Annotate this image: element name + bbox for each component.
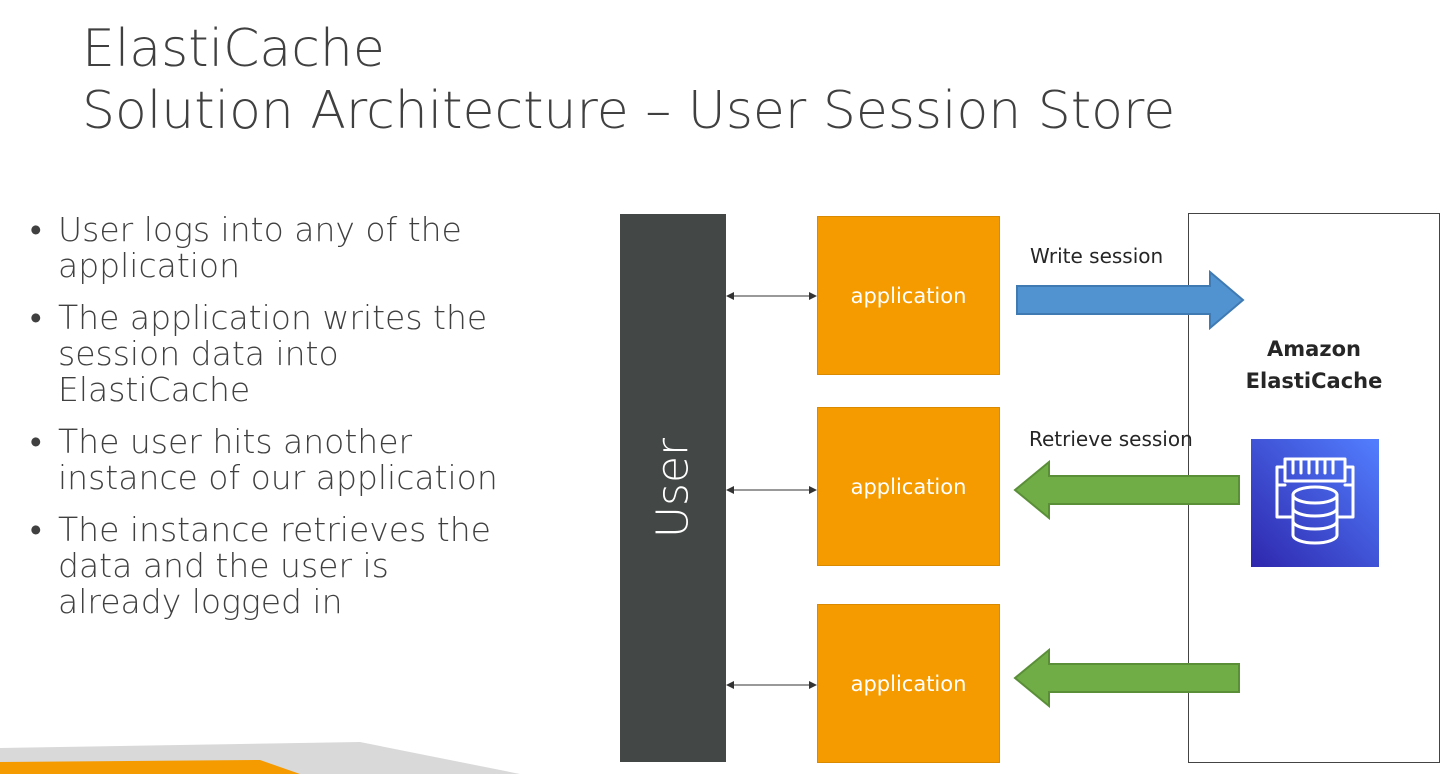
title-line-1: ElastiCache (82, 19, 385, 79)
user-bar: User (620, 214, 726, 762)
user-app-connector-2 (726, 486, 817, 494)
user-app-connector-1 (726, 292, 817, 300)
bullet-item: The user hits another instance of our ap… (30, 424, 520, 496)
retrieve-session-label: Retrieve session (1029, 427, 1193, 451)
retrieve-session-arrow-2 (1013, 648, 1240, 708)
service-name: Amazon ElastiCache (1188, 333, 1440, 397)
service-name-line-2: ElastiCache (1245, 369, 1383, 393)
bullet-list: User logs into any of the application Th… (30, 212, 520, 636)
service-name-line-1: Amazon (1267, 337, 1361, 361)
bullet-item: The instance retrieves the data and the … (30, 512, 520, 620)
title-line-2: Solution Architecture – User Session Sto… (82, 81, 1176, 141)
application-label: application (850, 283, 967, 308)
bullet-item: User logs into any of the application (30, 212, 520, 284)
user-app-connector-3 (726, 681, 817, 689)
application-label: application (850, 671, 967, 696)
application-box-2: application (817, 407, 1000, 566)
elasticache-icon (1251, 439, 1379, 567)
application-box-3: application (817, 604, 1000, 763)
accent-stripe (0, 742, 520, 774)
write-session-arrow (1016, 270, 1245, 330)
bullet-item: The application writes the session data … (30, 300, 520, 408)
application-label: application (850, 474, 967, 499)
user-label: User (647, 437, 699, 539)
retrieve-session-arrow-1 (1013, 460, 1240, 520)
application-box-1: application (817, 216, 1000, 375)
slide-title: ElastiCache Solution Architecture – User… (82, 18, 1175, 142)
write-session-label: Write session (1030, 244, 1164, 268)
